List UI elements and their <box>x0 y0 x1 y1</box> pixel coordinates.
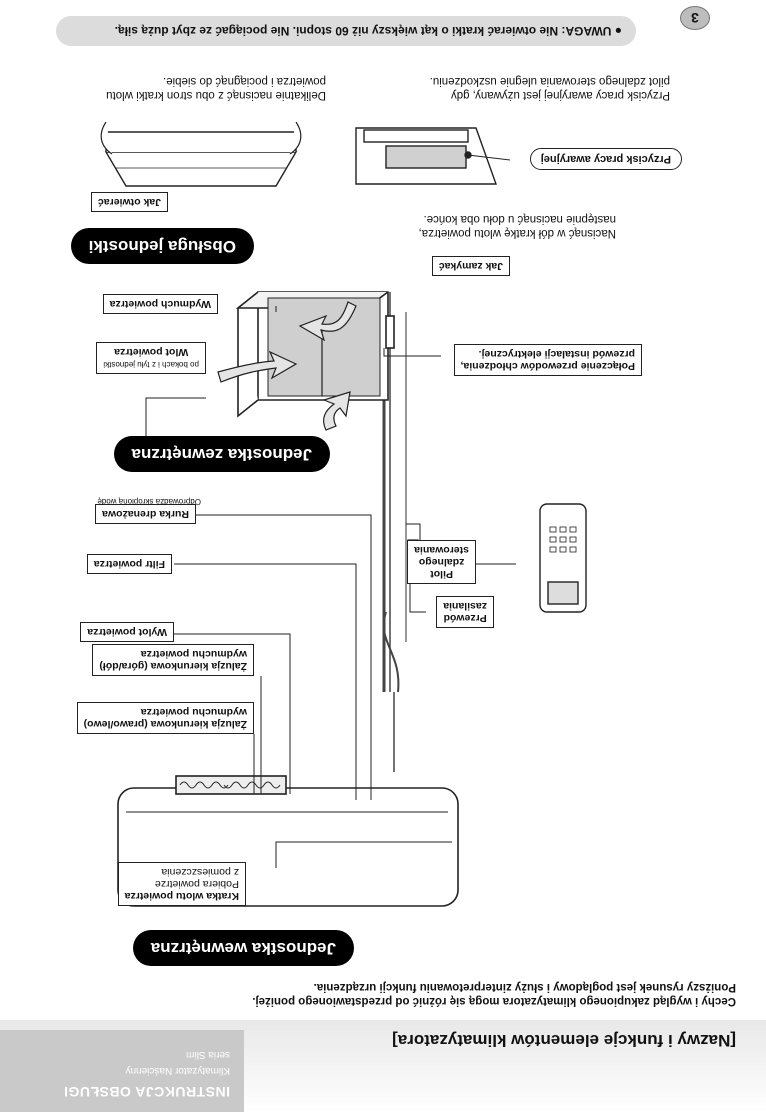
how-to-close-box: Jak zamykać <box>431 256 510 276</box>
connection-label-2: przewód instalacji elektrycznej. <box>478 348 635 360</box>
power-cord-label-1: Przewód <box>443 612 487 624</box>
emergency-text-2: pilot zdalnego sterowania ulegnie uszkod… <box>429 75 670 87</box>
outdoor-unit-illustration <box>235 291 395 418</box>
remote-label-1: Pilot <box>430 568 453 580</box>
how-to-close-label: Jak zamykać <box>438 260 503 272</box>
power-cord-box: Przewód zasilania <box>436 596 494 628</box>
how-to-open-box: Jak otwierać <box>90 192 168 212</box>
emergency-button-illustration <box>355 127 511 185</box>
louver-lr-box: Żaluzja kierunkowa (prawo/lewo) wydmuchu… <box>76 702 254 734</box>
grille-desc-1: Pobiera powietrze <box>154 878 239 890</box>
open-grille-illustration <box>100 121 302 187</box>
louver-lr-desc: wydmuchu powietrza <box>140 706 247 718</box>
connection-box: Połączenie przewodów chłodzenia, przewód… <box>453 344 642 376</box>
close-text-1: Nacisnąć w dół kratkę wlotu powietrza, <box>418 227 617 239</box>
louver-ud-label: Żaluzja kierunkowa (góra/dół) <box>99 660 247 672</box>
drain-hose-box: Rurka drenażowa <box>95 504 196 524</box>
page-number: 3 <box>680 6 710 30</box>
air-exhaust-box: Wydmuch powietrza <box>102 294 218 314</box>
emergency-text-1: Przycisk pracy awaryjnej jest używany, g… <box>451 89 670 101</box>
grille-desc-2: z pomieszczenia <box>161 866 239 878</box>
air-inlet-box: po bokach i z tyłu jednostki Wlot powiet… <box>96 342 206 374</box>
airflow-arrows <box>217 301 357 431</box>
louver-ud-box: Żaluzja kierunkowa (góra/dół) wydmuchu p… <box>92 644 254 676</box>
emergency-instructions: Przycisk pracy awaryjnej jest używany, g… <box>430 74 670 102</box>
how-to-open-label: Jak otwierać <box>97 196 161 208</box>
open-text-2: powietrza i pociągnąć do siebie. <box>162 75 326 87</box>
air-inlet-note: po bokach i z tyłu jednostki <box>103 360 199 369</box>
air-outlet-label: Wylot powietrza <box>87 626 167 638</box>
remote-control-illustration <box>539 503 587 613</box>
indoor-leader-lines <box>172 514 452 868</box>
warning-banner: ● UWAGA: Nie otwierać kratki o kąt więks… <box>56 16 636 46</box>
air-filter-box: Filtr powietrza <box>86 554 172 574</box>
air-filter-label: Filtr powietrza <box>93 558 165 570</box>
close-instructions: Nacisnąć w dół kratkę wlotu powietrza, n… <box>419 212 617 240</box>
close-text-2: następnie nacisnąć u dołu oba końce. <box>423 213 616 225</box>
open-text-1: Delikatnie nacisnąć z obu stron kratki w… <box>106 89 326 101</box>
grille-label: Kratka wlotu powietrza <box>124 890 239 902</box>
open-instructions: Delikatnie nacisnąć z obu stron kratki w… <box>106 74 326 102</box>
drain-hose-label: Rurka drenażowa <box>102 508 189 520</box>
operation-heading: Obsługa jednostki <box>70 228 254 264</box>
louver-ud-desc: wydmuchu powietrza <box>140 648 247 660</box>
connection-label-1: Połączenie przewodów chłodzenia, <box>460 360 635 372</box>
emergency-button-callout: Przycisk pracy awaryjnej <box>529 148 682 170</box>
grille-label-box: Kratka wlotu powietrza Pobiera powietrze… <box>117 862 246 906</box>
remote-label-3: sterowania <box>414 544 469 556</box>
remote-control-box: Pilot zdalnego sterowania <box>407 540 476 584</box>
outdoor-leader-lines <box>145 306 441 436</box>
air-exhaust-label: Wydmuch powietrza <box>109 298 211 310</box>
air-inlet-label: Wlot powietrza <box>114 346 189 358</box>
air-outlet-box: Wylot powietrza <box>80 622 174 642</box>
power-cord-label-2: zasilania <box>443 600 487 612</box>
outdoor-unit-heading: Jednostka zewnętrzna <box>113 436 330 472</box>
indoor-unit-heading: Jednostka wewnętrzna <box>132 930 354 966</box>
remote-label-2: zdalnego <box>418 556 465 568</box>
louver-lr-label: Żaluzja kierunkowa (prawo/lewo) <box>83 718 247 730</box>
drain-hose-note: Odprowadza skroploną wodę <box>97 497 201 506</box>
